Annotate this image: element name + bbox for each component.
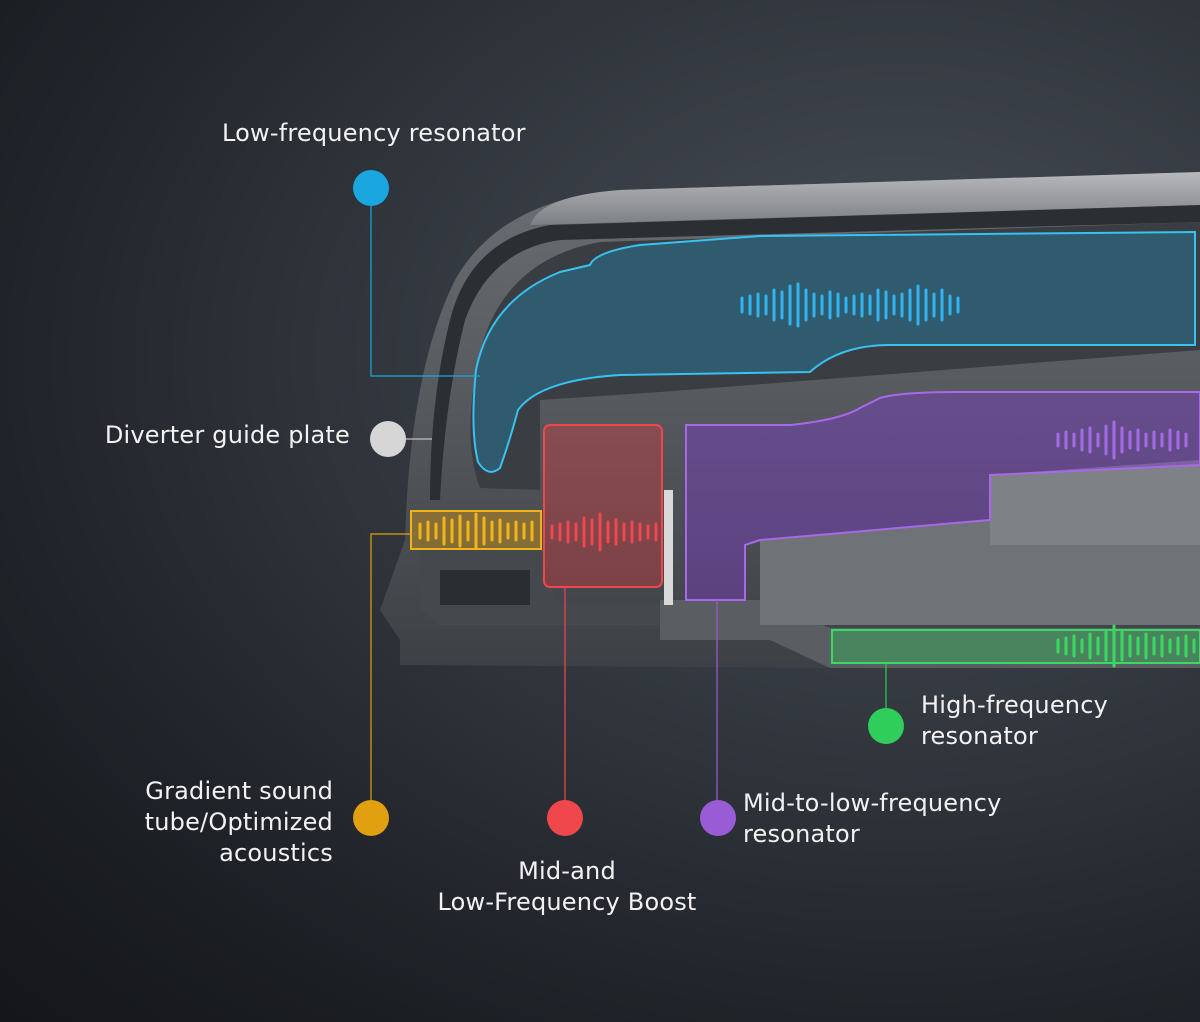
midlow-text-line1: Mid-to-low-frequency	[743, 789, 1002, 817]
gradient-sound-tube-region	[410, 510, 542, 550]
mid-low-frequency-boost-label: Mid-and Low-Frequency Boost	[427, 856, 707, 918]
high-text-line2: resonator	[921, 722, 1038, 750]
low-frequency-marker	[353, 170, 389, 206]
high-frequency-wave-icon	[1056, 624, 1196, 668]
leader-lines	[370, 205, 887, 800]
diverter-text: Diverter guide plate	[104, 421, 350, 449]
mid-low-frequency-boost-region	[543, 424, 663, 588]
boost-marker	[547, 800, 583, 836]
gradient-wave-icon	[418, 512, 534, 550]
midlow-marker	[700, 800, 736, 836]
gradient-text-line3: acoustics	[219, 839, 333, 867]
low-frequency-resonator-label: Low-frequency resonator	[222, 118, 526, 149]
low-frequency-text: Low-frequency resonator	[222, 119, 526, 147]
boost-text-line1: Mid-and	[518, 857, 616, 885]
low-frequency-leader	[370, 205, 480, 377]
diverter-guide-plate-label: Diverter guide plate	[105, 420, 350, 451]
gradient-text-line1: Gradient sound	[145, 777, 333, 805]
midlow-text-line2: resonator	[743, 820, 860, 848]
gradient-sound-tube-label: Gradient sound tube/Optimized acoustics	[145, 776, 333, 869]
high-text-line1: High-frequency	[921, 691, 1108, 719]
high-marker	[868, 708, 904, 744]
low-frequency-wave-icon	[740, 282, 960, 328]
high-frequency-resonator-region	[831, 624, 1200, 668]
boost-text-line2: Low-Frequency Boost	[437, 888, 697, 916]
low-frequency-resonator-region	[472, 230, 1196, 473]
mid-to-low-frequency-resonator-region	[685, 391, 1200, 601]
boost-wave-icon	[550, 512, 658, 552]
high-frequency-resonator-label: High-frequency resonator	[921, 690, 1108, 752]
gradient-text-line2: tube/Optimized	[144, 808, 333, 836]
gradient-marker	[353, 800, 389, 836]
mid-low-wave-icon	[1056, 420, 1188, 460]
mid-to-low-frequency-resonator-label: Mid-to-low-frequency resonator	[743, 788, 1001, 850]
diverter-marker	[370, 421, 406, 457]
gradient-leader	[370, 533, 411, 800]
